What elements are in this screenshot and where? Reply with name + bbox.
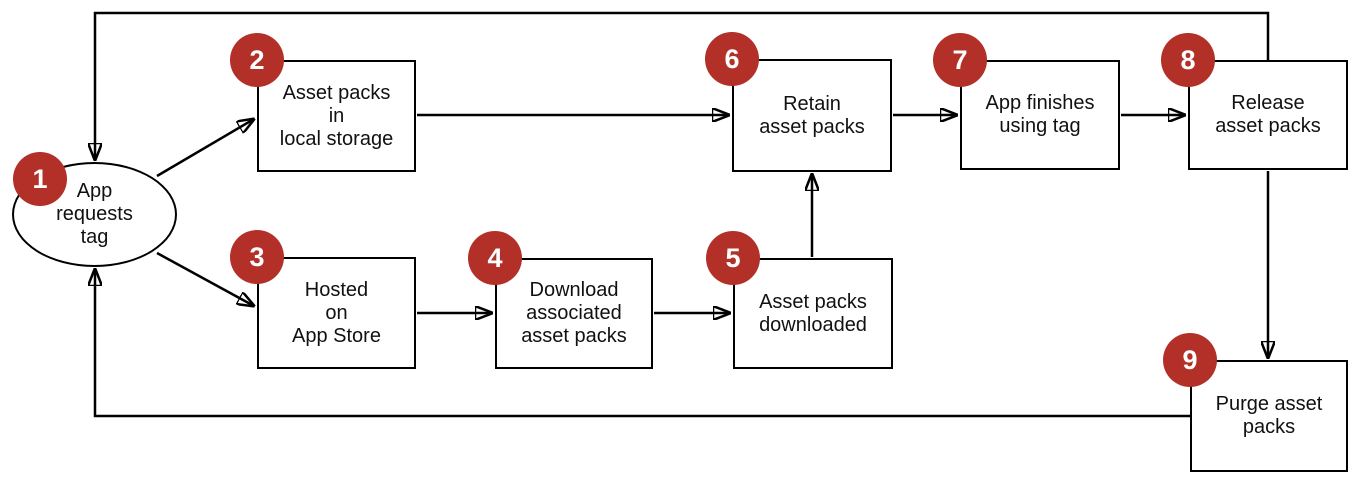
node-asset-packs-downloaded: 5 Asset packs downloaded	[706, 231, 893, 369]
node-label: Release asset packs	[1215, 92, 1321, 137]
step-badge-3: 3	[230, 230, 284, 284]
node-retain-asset-packs: 6 Retain asset packs	[705, 32, 892, 172]
edge-arrow-8-to-1-top-loop	[95, 11, 1270, 160]
step-badge-5: 5	[706, 231, 760, 285]
edge-arrow-1-to-3	[156, 251, 254, 306]
node-download-associated-asset-packs: 4 Download associated asset packs	[468, 231, 653, 369]
node-label: Asset packs in local storage	[279, 81, 394, 150]
node-hosted-on-app-store: 3 Hosted on App Store	[230, 230, 416, 369]
node-purge-asset-packs: 9 Purge asset packs	[1163, 333, 1348, 472]
edge-arrow-1-to-2	[156, 119, 254, 178]
node-label: App finishes using tag	[985, 92, 1095, 137]
node-label: Purge asset packs	[1215, 393, 1323, 438]
step-badge-4: 4	[468, 231, 522, 285]
node-asset-packs-in-local-storage: 2 Asset packs in local storage	[230, 33, 416, 172]
node-app-requests-tag: 1 App requests tag	[12, 152, 177, 267]
node-app-finishes-using-tag: 7 App finishes using tag	[933, 33, 1120, 170]
node-label: Asset packs downloaded	[759, 290, 867, 336]
node-label: Hosted on App Store	[292, 278, 381, 347]
step-badge-6: 6	[705, 32, 759, 86]
node-label: App requests tag	[56, 180, 133, 248]
step-badge-8: 8	[1161, 33, 1215, 87]
node-release-asset-packs: 8 Release asset packs	[1161, 33, 1348, 170]
step-badge-1: 1	[13, 152, 67, 206]
step-badge-2: 2	[230, 33, 284, 87]
step-badge-7: 7	[933, 33, 987, 87]
step-badge-9: 9	[1163, 333, 1217, 387]
node-label: Download associated asset packs	[521, 279, 627, 347]
edge-arrow-9-to-1-bottom-loop	[95, 269, 1190, 418]
node-label: Retain asset packs	[759, 92, 865, 138]
